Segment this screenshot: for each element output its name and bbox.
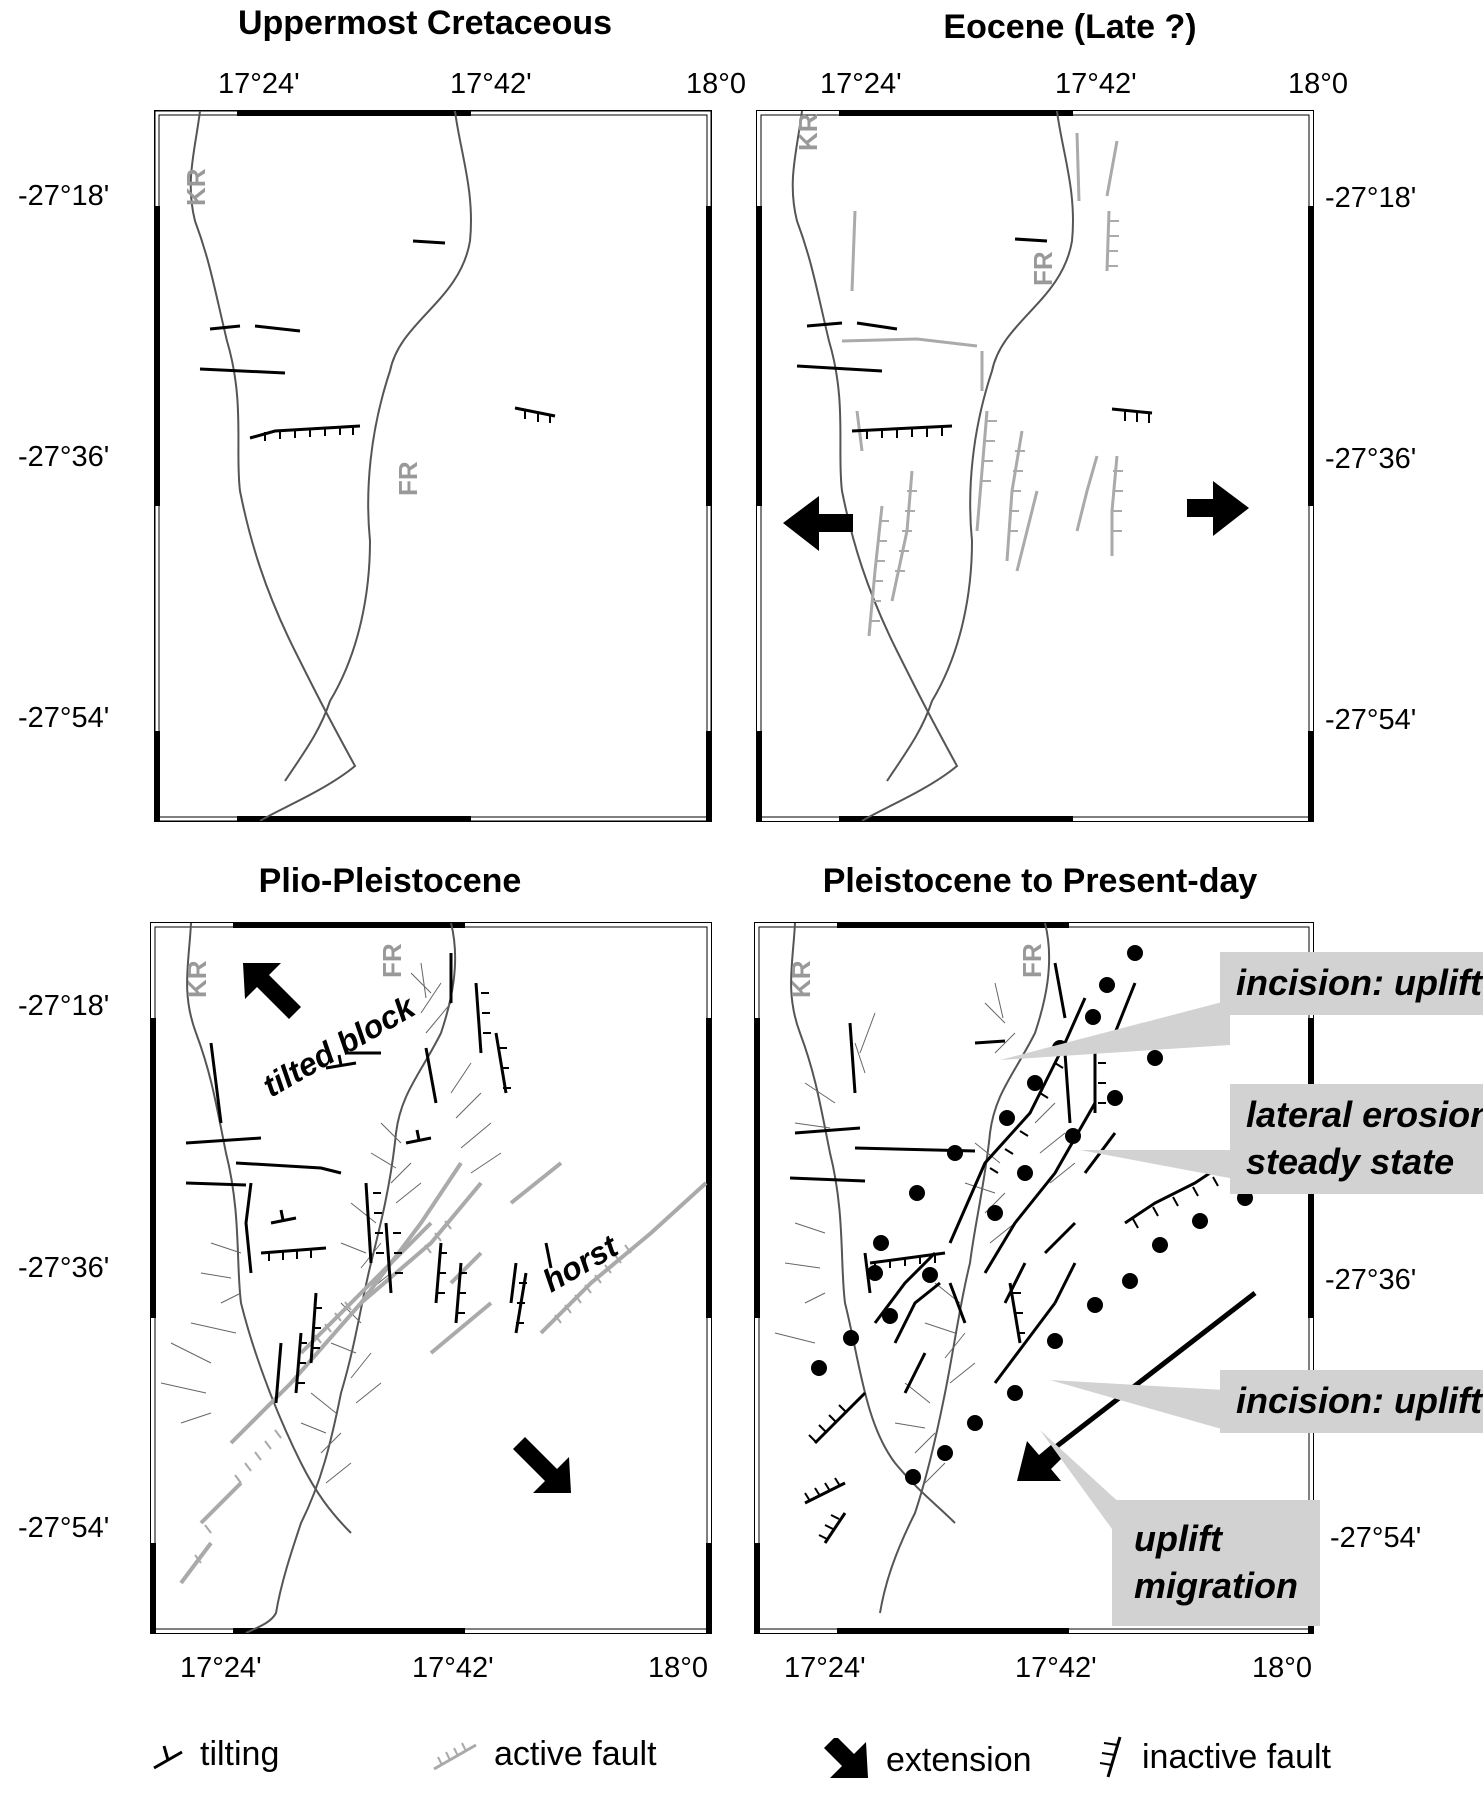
panel2-title: Eocene (Late ?) — [943, 8, 1197, 46]
callout-uplift-line1: uplift — [1134, 1518, 1222, 1559]
callout-incision-uplift-south: incision: uplift — [1220, 1370, 1483, 1433]
fr-label: FR — [1028, 251, 1058, 286]
kr-label: KR — [793, 113, 823, 151]
callout-incision-uplift-north: incision: uplift — [1220, 952, 1483, 1015]
p2-lat-label: -27°36' — [1325, 443, 1417, 475]
extension-arrow-se — [513, 1437, 571, 1493]
legend-inactive-fault: inactive fault — [1098, 1735, 1331, 1779]
p2-lon-label: 17°42' — [1055, 68, 1137, 100]
fault-ticks — [866, 411, 1150, 439]
tilting-symbols — [270, 1054, 432, 1225]
p1-lon-label: 17°24' — [218, 68, 300, 100]
fr-river — [886, 111, 1074, 782]
inactive-fault-icon — [1099, 1736, 1122, 1778]
legend-extension: extension — [822, 1738, 1032, 1782]
p4-lon-label: 18°0 — [1252, 1652, 1312, 1684]
uplift-migration-arrow — [1033, 1291, 1257, 1465]
frame-ticks — [757, 111, 1313, 821]
legend-active-fault: active fault — [430, 1735, 657, 1774]
fault-ticks — [804, 1062, 1239, 1540]
frame-ticks — [155, 111, 711, 821]
map-panel-plio-pleistocene: KR FR tilted block horst — [150, 922, 712, 1634]
frame-ticks — [151, 923, 711, 1633]
extension-arrow-west — [783, 496, 853, 551]
map-panel-eocene: KR FR — [756, 110, 1314, 822]
uplift-migration-arrowhead — [1017, 1441, 1063, 1481]
active-faults — [179, 1161, 708, 1585]
fr-label: FR — [393, 461, 423, 496]
p3-lon-label: 18°0 — [648, 1652, 708, 1684]
p1-lat-label: -27°54' — [18, 702, 110, 734]
fault-ticks — [268, 992, 527, 1384]
legend-tilting: tilting — [150, 1735, 279, 1774]
fr-river — [879, 923, 1051, 1614]
panel3-title: Plio-Pleistocene — [258, 862, 522, 900]
callout-uplift-line2: migration — [1134, 1564, 1299, 1606]
inactive-faults — [796, 237, 1153, 433]
p3-lon-label: 17°24' — [180, 1652, 262, 1684]
callout-lateral-line2: steady state — [1246, 1140, 1455, 1182]
tilting-icon — [153, 1745, 183, 1769]
p1-lon-label: 18°0 — [686, 68, 746, 100]
p4-lon-label: 17°42' — [1015, 1652, 1097, 1684]
extension-arrow-east — [1187, 481, 1249, 536]
legend-tilting-label: tilting — [200, 1735, 280, 1773]
fr-label: FR — [377, 943, 407, 978]
extension-icon — [824, 1738, 868, 1778]
p3-lat-label: -27°54' — [18, 1512, 110, 1544]
p4-lat-label: -27°54' — [1330, 1522, 1422, 1554]
inactive-faults — [199, 239, 556, 440]
kr-river — [790, 923, 956, 1524]
kr-label: KR — [181, 168, 211, 206]
kr-river — [189, 111, 357, 821]
active-fault-ticks — [870, 220, 1123, 622]
p1-lat-label: -27°36' — [18, 441, 110, 473]
p2-lat-label: -27°54' — [1325, 704, 1417, 736]
p2-lon-label: 17°24' — [820, 68, 902, 100]
legend-extension-label: extension — [886, 1740, 1032, 1779]
panel4-title: Pleistocene to Present-day — [822, 862, 1258, 900]
kr-label: KR — [786, 960, 816, 998]
fr-river — [284, 111, 472, 782]
p1-lat-label: -27°18' — [18, 180, 110, 212]
callout-lateral-line1: lateral erosion — [1246, 1094, 1483, 1135]
p2-lon-label: 18°0 — [1288, 68, 1348, 100]
legend-inactive-fault-label: inactive fault — [1142, 1737, 1331, 1776]
p3-lat-label: -27°18' — [18, 990, 110, 1022]
callout-uplift-migration: uplift migration — [1112, 1500, 1321, 1626]
inactive-faults — [789, 962, 1246, 1544]
fr-label: FR — [1017, 943, 1047, 978]
p3-lon-label: 17°42' — [412, 1652, 494, 1684]
drainage-network — [774, 982, 1076, 1484]
kr-river — [186, 923, 352, 1534]
p2-lat-label: -27°18' — [1325, 182, 1417, 214]
p1-lon-label: 17°42' — [450, 68, 532, 100]
active-fault-icon — [433, 1742, 477, 1770]
tilt-arrow-nw — [243, 963, 301, 1019]
active-fault-ticks — [194, 1220, 632, 1564]
p4-lat-label: -27°36' — [1325, 1264, 1417, 1296]
p4-lon-label: 17°24' — [784, 1652, 866, 1684]
legend-active-fault-label: active fault — [494, 1735, 657, 1773]
callout-lateral-erosion: lateral erosion steady state — [1230, 1084, 1483, 1194]
fault-ticks — [264, 410, 551, 441]
map-panel-uppermost-cretaceous: KR FR — [154, 110, 712, 822]
p3-lat-label: -27°36' — [18, 1252, 110, 1284]
kr-label: KR — [182, 960, 212, 998]
kr-river — [791, 111, 959, 821]
panel1-title: Uppermost Cretaceous — [237, 4, 613, 42]
